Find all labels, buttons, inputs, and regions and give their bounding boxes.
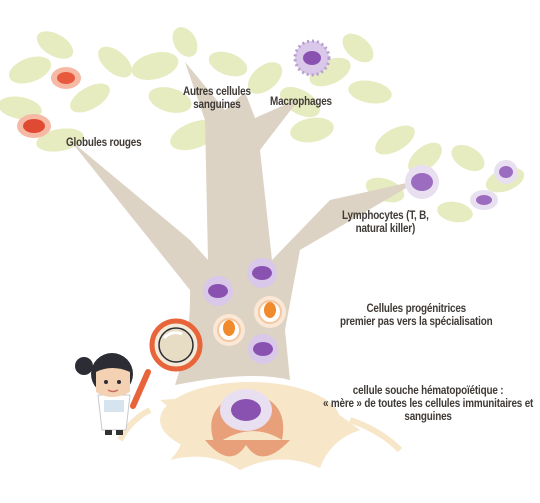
red-blood-cell	[17, 114, 51, 138]
stem-cell	[205, 389, 290, 457]
lymphocyte-cell	[405, 165, 439, 199]
magnifying-glass-icon	[130, 318, 203, 409]
red-blood-cell	[51, 67, 81, 89]
label-cellules-progenitrices: Cellules progénitrices premier pas vers …	[340, 303, 493, 328]
progenitor-cell	[248, 334, 278, 364]
label-autres-cellules-sanguines: Autres cellules sanguines	[183, 86, 251, 111]
label-lymphocytes: Lymphocytes (T, B, natural killer)	[342, 210, 429, 235]
scientist-character	[75, 353, 133, 435]
macrophage-cell	[293, 39, 331, 77]
label-globules-rouges: Globules rouges	[66, 137, 142, 149]
tree-trunk	[70, 62, 420, 385]
label-macrophages: Macrophages	[270, 96, 332, 108]
lymphocyte-cell	[494, 160, 518, 184]
progenitor-cell	[203, 276, 233, 306]
lymphocyte-cell	[470, 190, 498, 210]
progenitor-cell	[247, 258, 277, 288]
label-cellule-souche: cellule souche hématopoïétique : « mère …	[323, 385, 534, 423]
progenitor-cell	[213, 314, 245, 346]
progenitor-cell	[254, 296, 286, 328]
